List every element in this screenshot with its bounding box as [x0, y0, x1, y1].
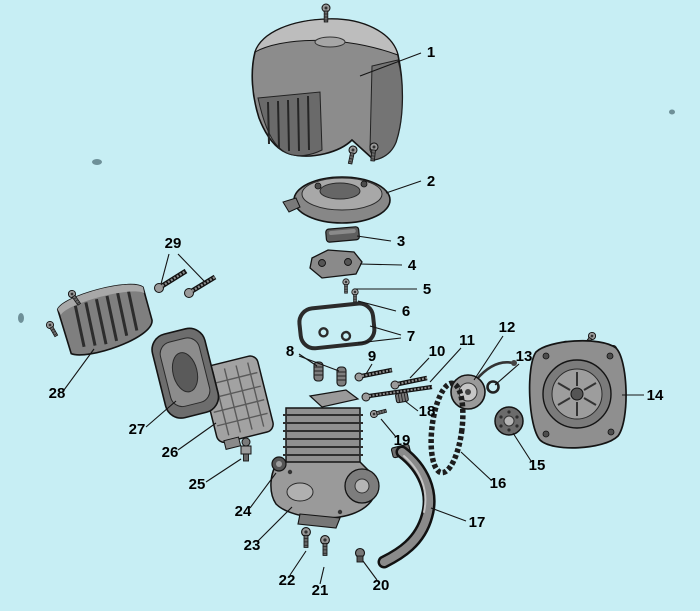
rotor-drum: [494, 406, 524, 436]
leader-line-13: [494, 363, 520, 386]
leader-line-22: [289, 550, 307, 576]
washer: [486, 380, 500, 394]
part-number-8: 8: [286, 343, 294, 360]
insulator-bracket: [309, 249, 363, 279]
starter-rope: [475, 360, 514, 381]
part-number-9: 9: [368, 348, 376, 365]
leader-line-27: [145, 400, 177, 428]
leader-line-21: [319, 566, 325, 585]
part-number-10: 10: [429, 343, 446, 360]
leader-line-25: [205, 458, 242, 483]
leader-line-20: [362, 560, 378, 581]
leader-line-11: [429, 347, 462, 383]
leader-line-23: [257, 506, 293, 542]
bearing: [271, 456, 287, 472]
leader-line-15: [512, 432, 532, 462]
leader-line-17: [430, 507, 467, 522]
part-number-22: 22: [279, 572, 296, 589]
part-number-13: 13: [516, 348, 533, 365]
part-number-17: 17: [469, 514, 486, 531]
part-number-5: 5: [423, 281, 431, 298]
air-filter-plate: [200, 355, 274, 451]
leader-line-29: [177, 253, 206, 283]
part-number-12: 12: [499, 319, 516, 336]
part-number-21: 21: [312, 582, 329, 599]
leader-line-19: [380, 418, 397, 438]
spacer-block: [325, 226, 360, 243]
part-number-23: 23: [244, 537, 261, 554]
cover-mount-screws: [154, 268, 217, 298]
leader-line-7: [357, 337, 402, 344]
fan-spokes: [557, 372, 597, 416]
cover-vents: [267, 95, 310, 152]
engine-cylinder-crankcase: [270, 389, 380, 529]
part-number-14: 14: [647, 387, 664, 404]
part-number-1: 1: [427, 44, 435, 61]
part-number-4: 4: [408, 257, 417, 274]
leader-line-4: [359, 263, 403, 266]
part-number-11: 11: [459, 332, 475, 349]
noise-specks: [18, 109, 675, 323]
part-number-7: 7: [407, 328, 415, 345]
cover-vent-slots: [73, 289, 139, 348]
leader-line-7: [369, 325, 402, 336]
fuel-cap: [314, 36, 346, 48]
spring-pair: [313, 361, 347, 387]
exhaust-pipe: [377, 443, 436, 569]
leader-line-8: [298, 355, 340, 372]
starter-housing: [528, 339, 627, 449]
part-number-15: 15: [529, 457, 546, 474]
cylinder-head-cover: [282, 176, 391, 224]
part-number-28: 28: [49, 385, 66, 402]
leader-line-8: [298, 353, 318, 367]
leader-line-29: [160, 253, 170, 285]
part-number-6: 6: [402, 303, 410, 320]
part-number-19: 19: [394, 432, 411, 449]
part-number-18: 18: [419, 403, 436, 420]
leader-line-10: [409, 357, 430, 379]
part-number-26: 26: [162, 444, 179, 461]
mounting-bolts: [354, 367, 433, 402]
part-number-2: 2: [427, 173, 435, 190]
part-number-24: 24: [235, 503, 252, 520]
leader-line-2: [385, 180, 422, 194]
leader-line-18: [404, 400, 419, 412]
leader-line-12: [473, 335, 504, 381]
leader-line-28: [63, 348, 95, 391]
part-number-29: 29: [165, 235, 182, 252]
cylinder-fins: [283, 414, 363, 456]
pipe-clamp: [354, 547, 366, 563]
part-number-20: 20: [373, 577, 390, 594]
leader-line-6: [357, 300, 397, 312]
part-number-27: 27: [129, 421, 146, 438]
leader-line-9: [365, 363, 373, 375]
stud-spring: [395, 391, 409, 404]
part-number-3: 3: [397, 233, 405, 250]
drive-chain: [428, 380, 466, 476]
leader-line-26: [177, 422, 217, 451]
spark-plug: [240, 437, 252, 462]
leader-line-16: [460, 451, 492, 481]
part-number-25: 25: [189, 476, 206, 493]
leader-line-1: [359, 52, 422, 77]
leader-line-24: [249, 472, 277, 509]
part-number-16: 16: [490, 475, 507, 492]
engine-top-cover: [251, 18, 404, 161]
air-filter-cover: [151, 327, 220, 419]
gasket: [297, 301, 377, 351]
leader-line-3: [356, 235, 392, 242]
